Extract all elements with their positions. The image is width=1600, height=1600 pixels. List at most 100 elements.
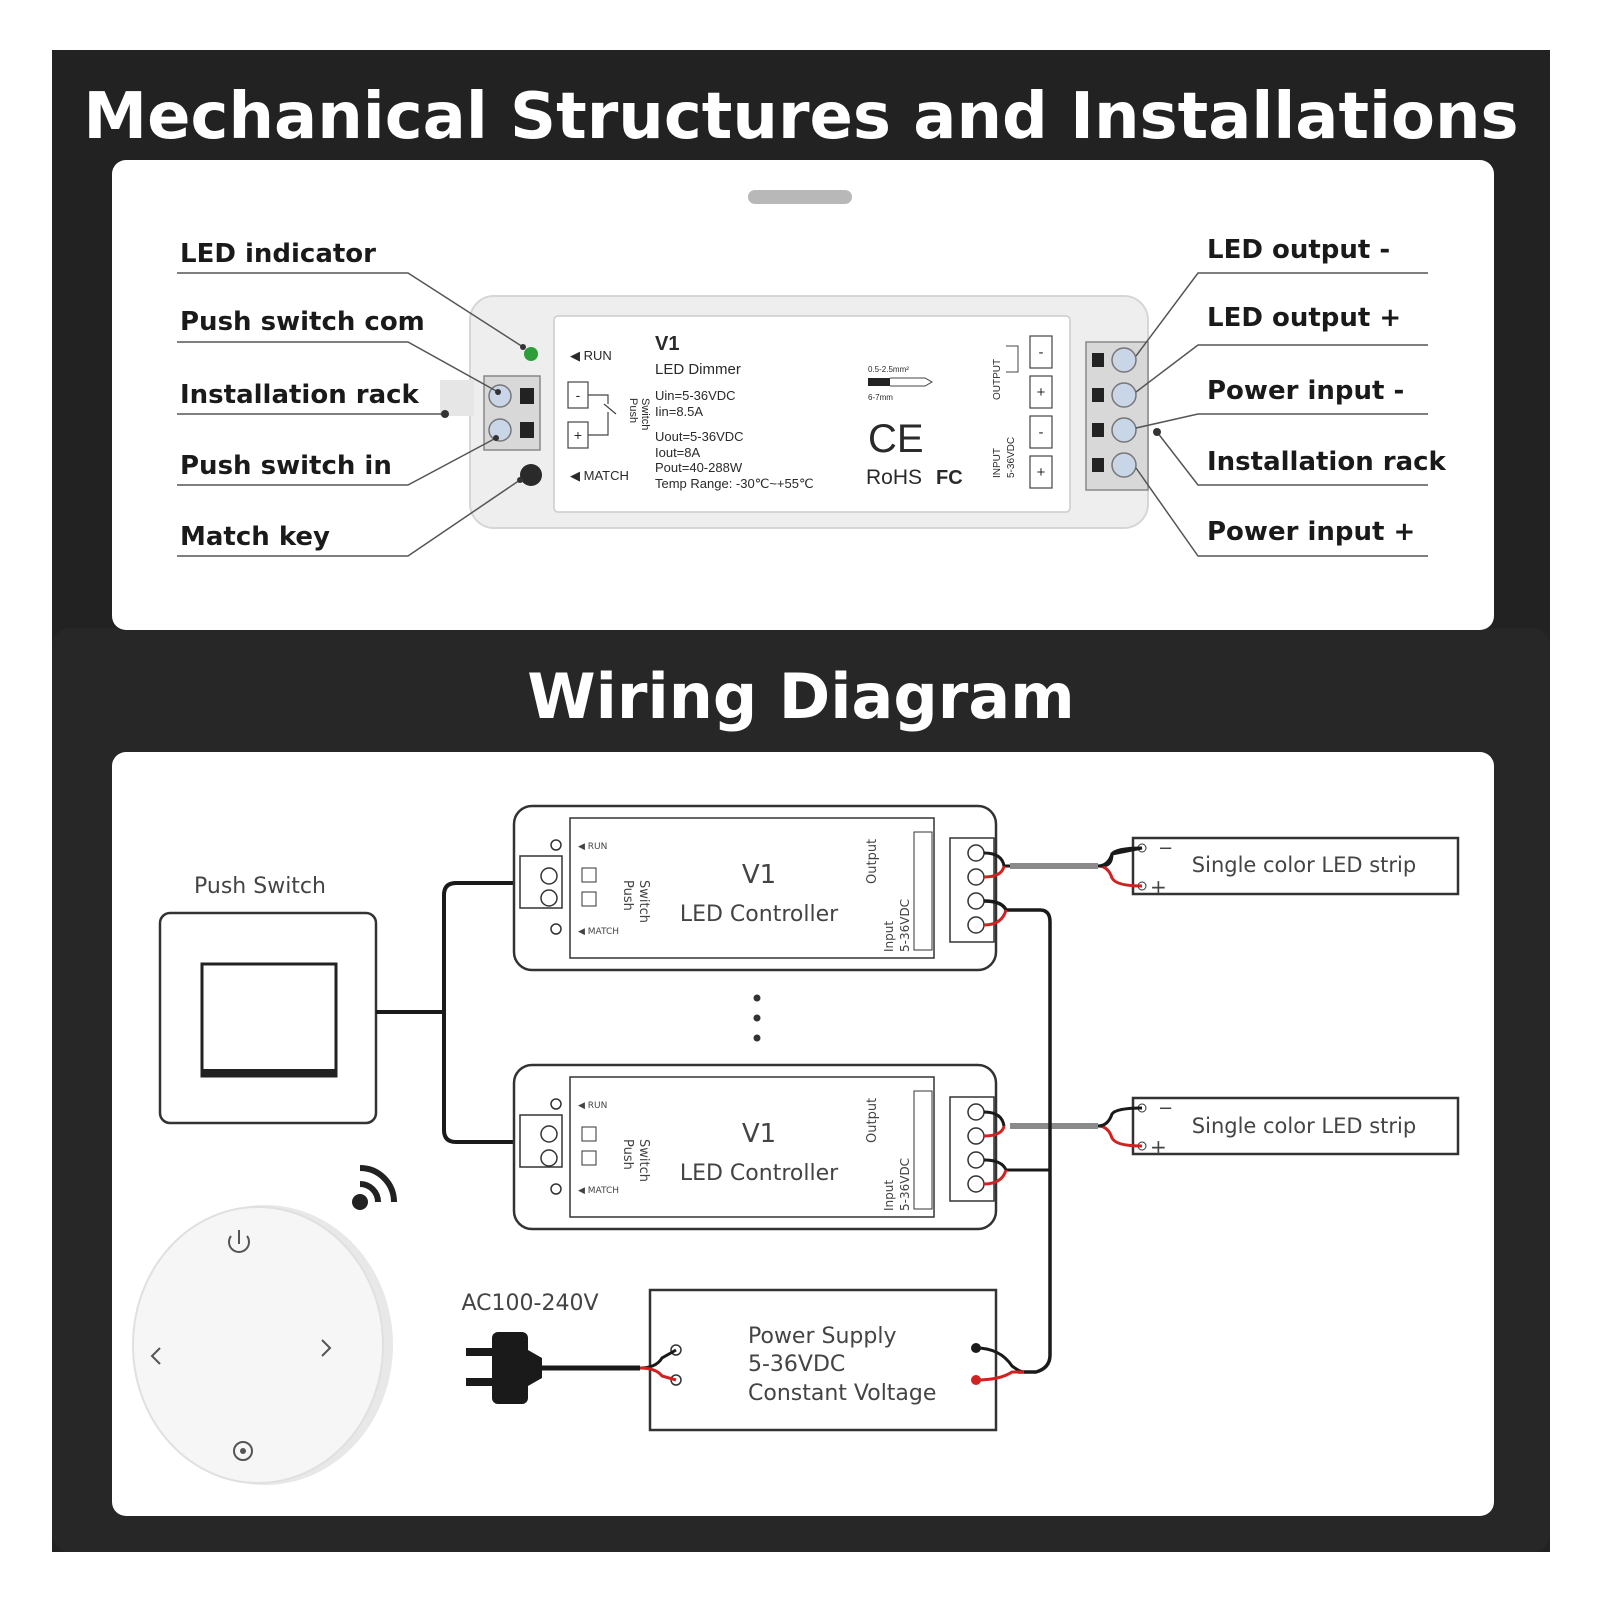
controller-1: ◀ RUN ◀ MATCH Push Switch V1 LED Control… (512, 804, 998, 972)
psu-line-2: 5-36VDC (748, 1352, 845, 1377)
push-text: Push (627, 398, 639, 423)
label-led-output-minus: LED output - (1207, 235, 1390, 265)
left-callouts: LED indicator Push switch com Installati… (177, 239, 526, 557)
right-callouts: LED output - LED output + Power input - … (1135, 235, 1447, 557)
strip-length: 6-7mm (868, 393, 893, 402)
label-push-switch-in: Push switch in (180, 451, 392, 481)
wiring-section: Push Switch ◀ RUN ◀ MATCH Push Switch V1 (132, 804, 1460, 1485)
push-switch-symbol (588, 394, 617, 436)
svg-text:Input: Input (882, 921, 896, 952)
power-supply: Power Supply 5-36VDC Constant Voltage (648, 1288, 998, 1432)
label-led-indicator: LED indicator (180, 239, 376, 269)
spec-iin: Iin=8.5A (655, 404, 703, 419)
svg-text:◀ MATCH: ◀ MATCH (578, 927, 619, 937)
svg-text:5-36VDC: 5-36VDC (898, 1158, 912, 1211)
svg-text:◀ RUN: ◀ RUN (578, 1101, 607, 1111)
switch-wire-lower (442, 1012, 514, 1144)
label-installation-rack-left: Installation rack (180, 380, 420, 410)
continuation-dot (753, 994, 761, 1002)
push-plus-sign: + (574, 427, 582, 443)
wireless-remote (132, 1205, 393, 1485)
terminal-hole (520, 422, 534, 438)
svg-text:5-36VDC: 5-36VDC (898, 899, 912, 952)
spec-uout: Uout=5-36VDC (655, 429, 744, 444)
switch-text: Switch (639, 398, 651, 430)
controller-2: ◀ RUN ◀ MATCH Push Switch V1 LED Control… (512, 1063, 998, 1231)
ce-mark: CE (868, 417, 924, 461)
svg-text:−: − (1158, 1098, 1173, 1119)
svg-text:Switch: Switch (636, 880, 651, 923)
controller-1-model: V1 (742, 860, 776, 890)
match-key[interactable] (520, 464, 542, 486)
svg-text:Push: Push (620, 1139, 635, 1170)
svg-text:◀ RUN: ◀ RUN (578, 842, 607, 852)
label-power-input-minus: Power input - (1207, 376, 1404, 406)
mechanical-section: ◀ RUN ◀ MATCH - + Push Switch V1 LED Dim… (177, 190, 1447, 557)
continuation-dot (753, 1034, 761, 1042)
ac-label: AC100-240V (462, 1291, 599, 1316)
led-strip-2: Single color LED strip − + (1131, 1096, 1460, 1159)
svg-text:Switch: Switch (636, 1139, 651, 1182)
power-icon (228, 1230, 250, 1253)
wire-gauge: 0.5-2.5mm² (868, 365, 909, 374)
mechanical-title: Mechanical Structures and Installations (83, 80, 1518, 154)
push-switch-rocker (200, 962, 338, 1078)
switch-wire-upper (442, 881, 514, 1012)
input-text: INPUT (992, 448, 1003, 478)
run-label: ◀ RUN (570, 348, 612, 363)
in-minus: - (1039, 424, 1044, 441)
ac-plug-icon (466, 1332, 640, 1404)
label-installation-rack-right: Installation rack (1207, 447, 1447, 477)
continuation-dot (753, 1014, 761, 1022)
output-led-symbol (1006, 345, 1019, 373)
controller-1-name: LED Controller (680, 902, 839, 927)
svg-text:Output: Output (865, 839, 880, 884)
power-bus-wire (983, 899, 1052, 1374)
terminal-screw (488, 418, 512, 442)
svg-text:+: + (1150, 1135, 1167, 1159)
push-switch-label: Push Switch (194, 874, 326, 899)
terminal-hole (520, 388, 534, 404)
controller-2-name: LED Controller (680, 1161, 839, 1186)
in-plus: + (1037, 464, 1046, 481)
led-indicator (524, 347, 538, 361)
input-voltage-text: 5-36VDC (1006, 437, 1017, 478)
left-arrow-icon (150, 1347, 161, 1365)
led-strip-1-label: Single color LED strip (1192, 853, 1416, 877)
match-label: ◀ MATCH (570, 468, 629, 483)
output-text: OUTPUT (992, 359, 1003, 400)
right-arrow-icon (321, 1339, 332, 1357)
out-plus: + (1037, 384, 1046, 401)
device-label-plate (553, 315, 1071, 513)
device-model: V1 (655, 333, 679, 355)
push-minus-sign: - (576, 387, 581, 403)
svg-text:−: − (1158, 838, 1173, 859)
wiring-title: Wiring Diagram (527, 660, 1075, 733)
label-led-output-plus: LED output + (1207, 303, 1401, 333)
fc-mark: FC (936, 467, 963, 489)
controller-2-model: V1 (742, 1119, 776, 1149)
svg-text:◀ MATCH: ◀ MATCH (578, 1186, 619, 1196)
svg-text:+: + (1150, 875, 1167, 899)
psu-line-1: Power Supply (748, 1324, 896, 1349)
spec-temp: Temp Range: -30℃~+55℃ (655, 476, 814, 491)
wire-strip-icon (868, 378, 890, 386)
svg-text:Input: Input (882, 1180, 896, 1211)
wireless-signal-icon (352, 1165, 397, 1210)
device-name: LED Dimmer (655, 361, 741, 378)
psu-line-3: Constant Voltage (748, 1381, 936, 1406)
label-match-key: Match key (180, 522, 330, 552)
label-push-switch-com: Push switch com (180, 307, 425, 337)
right-terminal-screws (1092, 347, 1137, 478)
svg-text:Output: Output (865, 1098, 880, 1143)
label-power-input-plus: Power input + (1207, 517, 1415, 547)
wire-outline-icon (890, 377, 934, 387)
rack-tab-left (440, 380, 474, 416)
output-input-sign-boxes (1029, 335, 1053, 489)
spec-iout: Iout=8A (655, 445, 701, 460)
svg-text:Push: Push (620, 880, 635, 911)
out-minus: - (1039, 344, 1044, 361)
spec-uin: Uin=5-36VDC (655, 388, 736, 403)
led-strip-1: Single color LED strip − + (1131, 836, 1460, 899)
